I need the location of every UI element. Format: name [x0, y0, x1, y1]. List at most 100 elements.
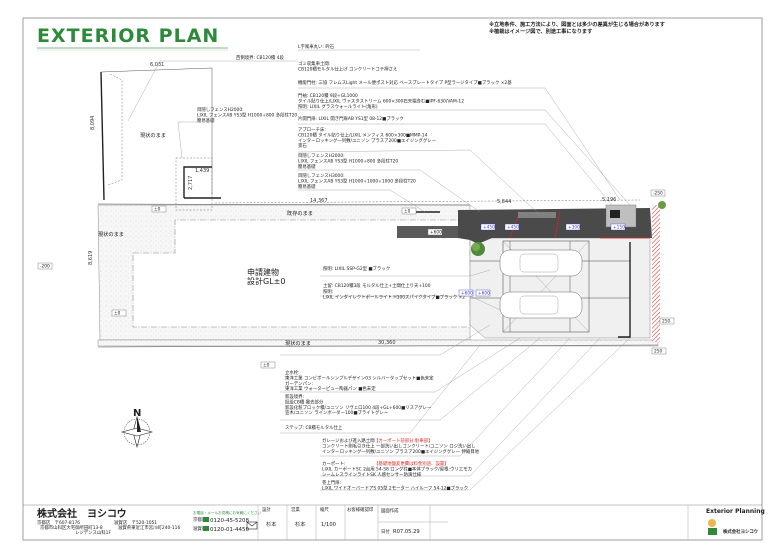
annotation-text: 既設CB積 撤去部分	[285, 398, 324, 405]
phone-label: 滋賀店	[193, 525, 207, 532]
north-boundary	[100, 67, 213, 195]
level-value: ±0	[404, 209, 411, 215]
level-marker: +300	[565, 223, 581, 231]
carport	[502, 240, 590, 333]
scale-label: 縮尺	[320, 506, 329, 513]
level-value: +600	[430, 230, 442, 236]
brand-name: Exterior Planning	[706, 508, 765, 515]
sales-value: 杉本	[295, 520, 305, 528]
level-value: -200	[40, 264, 50, 270]
area-label: 既存のまま	[287, 209, 313, 217]
company-name: 株式会社 ヨシコウ	[37, 507, 127, 520]
annotation-text: 西側境界: CB120積 4段	[236, 54, 284, 61]
dimension-label: 5,844	[497, 199, 511, 205]
level-value: +450	[483, 225, 495, 231]
kyoto-branch: 京都店 〒607-8176	[37, 519, 80, 526]
customer-stamp-label: お客様確認印	[347, 506, 374, 513]
car-icon	[499, 249, 583, 277]
tree-icon	[471, 201, 666, 256]
annotation-text: コンクリート刷毛引き仕上 一部洗い出しコンクリート/ユニソン ロジ洗い出し	[322, 442, 476, 449]
level-marker: +600	[458, 289, 474, 297]
design-value: 杉本	[266, 520, 276, 528]
annotation-text: CB120積 タイル貼り仕上/LIXIL メンフィス 600×300■MMP-1…	[298, 131, 428, 138]
fence-h2000-left	[183, 166, 212, 198]
leader-lines	[127, 49, 631, 491]
level-marker: -250	[650, 189, 666, 197]
area-label: 現状のまま	[285, 339, 311, 347]
west-boundary-wall	[100, 71, 105, 201]
annotation-text: 照明:	[323, 289, 333, 295]
annotation-text: 照明: LIXIL グラスウォールライト(角形)	[298, 103, 378, 110]
date-value: R07.05.29	[393, 529, 420, 535]
shiga-branch: 滋賀店 〒520-1051	[114, 519, 157, 526]
annotation-text: 簡易基礎	[197, 117, 215, 124]
mail-icon	[246, 521, 258, 530]
scale-value: 1/100	[321, 522, 336, 528]
page-border	[22, 17, 763, 541]
annotation-text: LIXIL インダイレクトポールライト H300スパイクタイプ■ブラック ×2	[323, 293, 465, 300]
annotation-text: ガレージおよび進入路土間	[322, 437, 375, 444]
level-marker: +450	[504, 223, 520, 231]
annotation-text: インターロッキング一列敷/ユニソン プラスア200■エイジンググレー	[298, 137, 436, 144]
annotation-text: 片開門扉: LIXIL 開き門扉AB YS1型 08-12■ブラック	[298, 115, 404, 122]
mascot-logo-icon	[708, 519, 717, 535]
level-value: +450	[507, 225, 519, 231]
level-marker: ±0	[260, 361, 276, 369]
annotation-text: シームレスラインライトSK 人感センサー防滴仕様	[322, 471, 422, 478]
dimension-label: 6,031	[150, 62, 164, 68]
kyoto-building: レジデンス山科1F	[75, 529, 111, 536]
level-value: ±0	[154, 207, 161, 213]
contact-note: お電話・メールお見積にお気軽にください	[193, 510, 262, 515]
level-marker: ±0	[401, 207, 417, 215]
annotation-text: インターロッキング一列敷/ユニソン プラスア200■エイジンググレー 伸縮目地	[322, 448, 480, 455]
level-value: -250	[653, 191, 663, 197]
annotation-text: 目隠しフェンスH2000:	[197, 106, 244, 113]
annotation-text: ゴミ収集車土間:	[298, 60, 330, 67]
annotation-text: LIXIL フェンスAB YS3型 H1000+800 多段柱T20	[298, 157, 398, 164]
dimension-label: 8,619	[88, 251, 94, 265]
dimension-label: 14,367	[310, 198, 328, 204]
annotation-text: 景石	[298, 143, 307, 149]
compass-label: N	[133, 408, 141, 419]
level-marker: -200	[37, 262, 53, 270]
header-note: ※立地条件、施工方法により、図面とは多少の差異が生じる場合があります	[489, 20, 665, 28]
brand-company: 株式会社ヨシコウ	[723, 528, 758, 535]
header-note: ※植栽はイメージ図で、別途工事になります	[489, 27, 592, 35]
annotation-text: ステップ: CB積モルタル仕上	[285, 424, 343, 431]
annotation-text: タイル貼り仕上/LIXIL ヴァスタストリーム 600×300石天端含む■IPF…	[298, 97, 464, 104]
phone-shiga[interactable]: 0120-01-4450	[210, 527, 249, 533]
annotation-text: 東洋工業 コンビボールシンプルデザイン03 シルバータップセット■色未定	[285, 374, 434, 381]
level-value: ±0	[263, 363, 270, 369]
annotation-text: ガーデンパン:	[285, 380, 313, 387]
level-value: 250	[662, 319, 670, 325]
building-label: 設計GL±0	[247, 276, 285, 286]
area-label: 現状のまま	[98, 230, 124, 238]
annotation-text: 簡易基礎	[298, 163, 316, 170]
phone-kyoto[interactable]: 0120-45-5208	[210, 518, 249, 524]
page-title: EXTERIOR PLAN	[37, 25, 219, 47]
level-value: ±0	[114, 311, 121, 317]
design-label: 設計	[262, 506, 271, 513]
level-marker: +150	[610, 223, 626, 231]
building-label: 申請建物	[247, 267, 279, 277]
level-value: +600	[461, 291, 473, 297]
annotation-text: 笠木/ユニソン ラインボーダー100■ブライトグレー	[285, 409, 388, 416]
annotation-text: 照明: LIXIL SSP-G2型 ■ブラック	[323, 265, 390, 272]
level-marker: +450	[480, 223, 496, 231]
date-label: 日付	[381, 528, 390, 535]
level-marker: +600	[427, 228, 443, 236]
drawing-label: 図面作成	[381, 507, 399, 514]
phone-label: 京都店	[193, 516, 207, 523]
dimension-label: 1,439	[195, 168, 209, 174]
title-block: 株式会社 ヨシコウ 京都店 〒607-8176 京都市山科区大宅御所田町13-8…	[23, 504, 765, 540]
approach-path	[458, 208, 652, 244]
dimension-label: 5,196	[602, 197, 616, 203]
area-label: 現状のまま	[140, 131, 166, 139]
annotation-text: 目隠しフェンスH3000:	[298, 172, 345, 179]
level-value: +300	[568, 225, 580, 231]
annotation-text: CB120積モルタル仕上げ コンクリートコテ押さえ	[298, 65, 397, 72]
level-marker: 250	[651, 347, 667, 355]
